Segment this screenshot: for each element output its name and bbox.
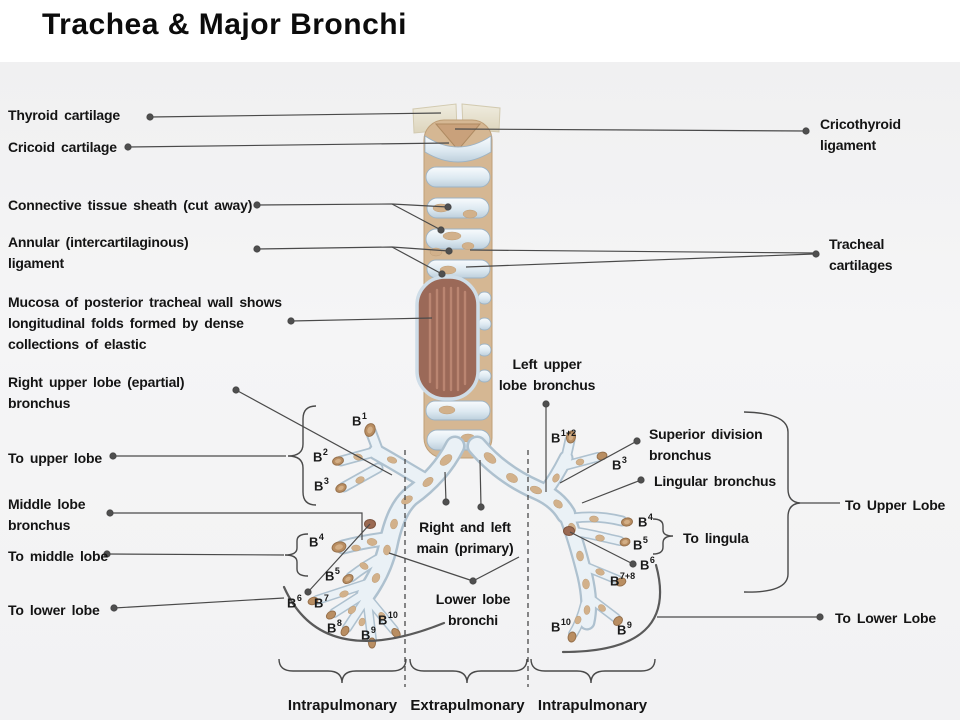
page-title: Trachea & Major Bronchi (42, 8, 407, 41)
zone-extrapulmonary: Extrapulmonary (410, 697, 525, 714)
leader-lines (103, 112, 840, 621)
label-to-lower-lobe-right: To Lower Lobe (835, 610, 936, 626)
brace-to-lingula (652, 518, 674, 555)
leader-to-lower-lobe (110, 597, 285, 612)
leader-cricothyroid (454, 127, 810, 135)
leader-connective (253, 201, 452, 234)
label-right-upper-lobe-bronchus: Right upper lobe (epartial) bronchus (8, 374, 185, 411)
label-mucosa: Mucosa of posterior tracheal wall shows … (8, 294, 282, 352)
braces (278, 405, 801, 684)
segment-label-right-b1: B1 (352, 411, 367, 429)
segment-label-left-b5: B5 (633, 535, 648, 553)
leader-right-b6 (304, 523, 371, 596)
leader-to-upper-lobe (109, 452, 286, 460)
label-cricothyroid-ligament: Cricothyroid ligament (820, 116, 901, 153)
trachea-graphic (307, 103, 633, 649)
segment-label-left-b7-8: B7+8 (610, 571, 636, 589)
brace-to-upper-lobe (287, 405, 317, 506)
segment-label-left-b6: B6 (640, 555, 655, 573)
label-annular-ligament: Annular (intercartilaginous) ligament (8, 234, 189, 271)
zone-intrapulmonary-right: Intrapulmonary (537, 697, 648, 714)
leader-annular (253, 245, 453, 278)
label-thyroid-cartilage: Thyroid cartilage (8, 107, 120, 123)
label-to-upper-lobe-right: To Upper Lobe (845, 497, 946, 513)
leader-thyroid (146, 112, 442, 121)
segment-label-right-b6: B6 (287, 593, 302, 611)
leader-lingular (581, 476, 645, 504)
brace-to-middle-lobe (284, 533, 309, 577)
leader-main-bronchi (442, 459, 485, 511)
leader-tracheal-cartilages (465, 249, 820, 268)
label-cricoid-cartilage: Cricoid cartilage (8, 139, 117, 155)
label-to-lingula: To lingula (683, 530, 749, 546)
leader-right-upper-lobe (232, 386, 393, 476)
segment-label-right-b3: B3 (314, 476, 329, 494)
leader-superior-division (559, 437, 641, 484)
lower-lobe-arcs (282, 563, 662, 654)
leader-middle-lobe (106, 509, 363, 540)
label-main-bronchi: Right and left main (primary) (416, 519, 514, 556)
segment-label-left-b3: B3 (612, 455, 627, 473)
segment-label-left-b1-2: B1+2 (551, 428, 577, 446)
cricoid-notch (434, 123, 482, 151)
label-to-upper-lobe: To upper lobe (8, 450, 102, 466)
segment-label-right-b7: B7 (314, 593, 329, 611)
label-connective-tissue: Connective tissue sheath (cut away) (8, 197, 253, 213)
label-to-lower-lobe: To lower lobe (8, 602, 100, 618)
segment-label-right-b9: B9 (361, 625, 376, 643)
segment-label-left-b10: B10 (551, 617, 571, 635)
brace-intrapulmonary-left (278, 658, 407, 684)
left-b6-orifice (563, 526, 575, 536)
label-tracheal-cartilages: Tracheal cartilages (829, 236, 893, 273)
label-lower-lobe-bronchi: Lower lobe bronchi (435, 591, 511, 628)
bronchi-texture (339, 452, 606, 627)
right-lower-lobe-arc (282, 585, 446, 642)
label-to-middle-lobe: To middle lobe (8, 548, 108, 564)
segment-label-left-b4: B4 (638, 512, 653, 530)
leader-mucosa (287, 317, 433, 325)
segment-label-right-b8: B8 (327, 618, 342, 636)
bronchi-tips (307, 423, 633, 649)
brace-to-upper-lobe-right (743, 411, 801, 593)
mucosa-window (415, 275, 480, 401)
label-left-upper-lobe-bronchus: Left upper lobe bronchus (498, 356, 596, 393)
label-lingular-bronchus: Lingular bronchus (654, 473, 776, 489)
left-lower-lobe-arc (561, 563, 662, 654)
zone-dashed-dividers (404, 450, 529, 687)
leader-lower-lobe-bronchi (388, 552, 520, 585)
label-superior-division-bronchus: Superior division bronchus (649, 426, 763, 463)
leader-to-middle-lobe (103, 550, 285, 558)
leader-cricoid (124, 142, 450, 151)
zone-intrapulmonary-left: Intrapulmonary (287, 697, 398, 714)
label-middle-lobe-bronchus: Middle lobe bronchus (8, 496, 86, 533)
segment-label-right-b4: B4 (309, 532, 324, 550)
segment-label-right-b10: B10 (378, 610, 398, 628)
brace-intrapulmonary-right (530, 658, 656, 684)
brace-extrapulmonary (409, 658, 528, 684)
leader-left-b6 (569, 531, 637, 568)
segment-label-left-b9: B9 (617, 620, 632, 638)
segment-label-right-b2: B2 (313, 447, 328, 465)
segment-label-right-b5: B5 (325, 566, 340, 584)
leader-to-lower-lobe-right (657, 613, 824, 621)
leader-left-upper-lobe (542, 400, 550, 492)
